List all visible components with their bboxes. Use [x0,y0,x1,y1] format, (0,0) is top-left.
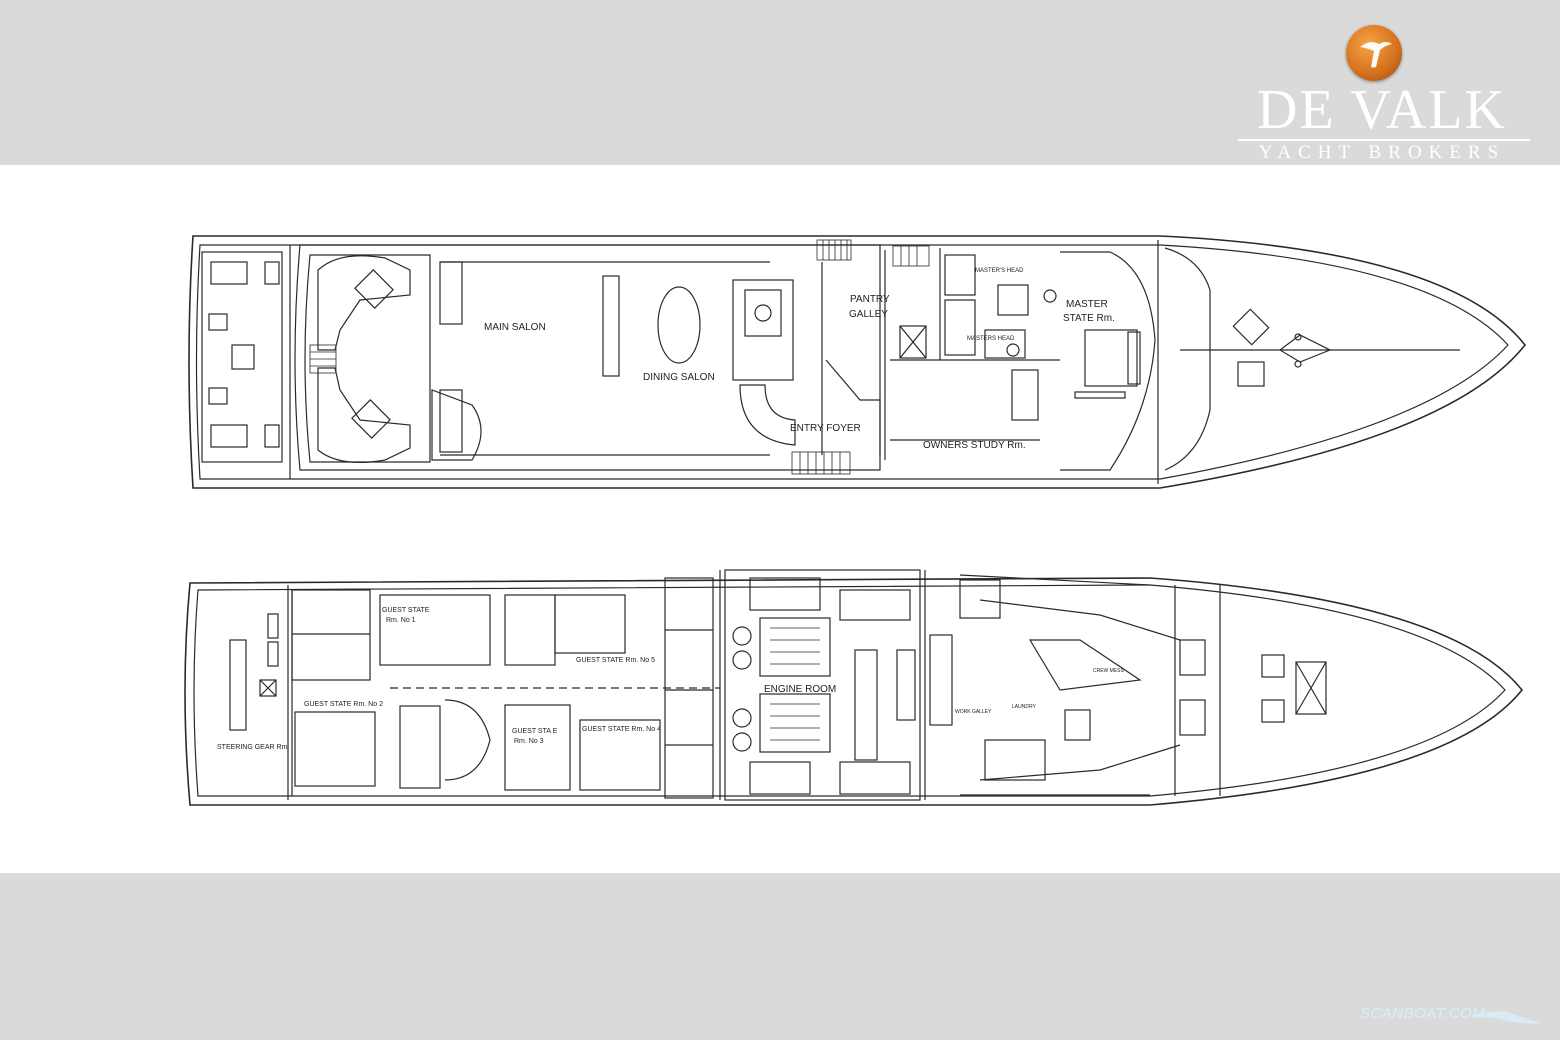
label-masters-head-2: MASTERS HEAD [967,336,1015,342]
logo-divider [1238,139,1530,141]
top-band [0,0,1560,165]
de-valk-logo[interactable]: DE VALK YACHT BROKERS [1232,22,1542,167]
label-guest-3: GUEST STA E [512,728,558,735]
label-owners-study: OWNERS STUDY Rm. [923,440,1026,451]
label-work-galley: WORK GALLEY [955,709,992,715]
bottom-band [0,873,1560,1040]
label-steering-gear: STEERING GEAR Rm. [217,744,289,751]
label-laundry: LAUNDRY [1012,704,1036,710]
label-guest-5: GUEST STATE Rm. No 5 [576,657,655,664]
label-engine-room: ENGINE ROOM [764,684,836,695]
brand-tagline: YACHT BROKERS [1258,142,1506,163]
label-master: MASTER [1066,299,1108,310]
label-pantry: PANTRY [850,294,890,305]
label-guest-1-room: Rm. No 1 [386,617,416,624]
bird-emblem-icon [1346,25,1402,81]
scanboat-watermark[interactable]: SCANBOAT.COM [1360,1003,1550,1029]
lower-deck-plan [184,569,1524,806]
upper-deck-plan [188,235,1527,489]
label-main-salon: MAIN SALON [484,322,546,333]
label-guest-2: GUEST STATE Rm. No 2 [304,701,383,708]
label-guest-1: GUEST STATE [382,607,430,614]
label-master-state-room: STATE Rm. [1063,313,1115,324]
watermark-text: SCANBOAT.COM [1360,1005,1486,1022]
label-dining-salon: DINING SALON [643,372,715,383]
label-crew-mess: CREW MESS [1093,668,1125,674]
wave-swoosh-icon [1472,1011,1542,1024]
label-guest-4: GUEST STATE Rm. No 4 [582,726,661,733]
label-galley: GALLEY [849,309,888,320]
label-guest-3-room: Rm. No 3 [514,738,544,745]
deck-plan-area [0,165,1560,873]
label-masters-head-1: MASTER'S HEAD [975,268,1024,274]
label-entry-foyer: ENTRY FOYER [790,423,861,434]
brand-name: DE VALK [1257,79,1507,141]
